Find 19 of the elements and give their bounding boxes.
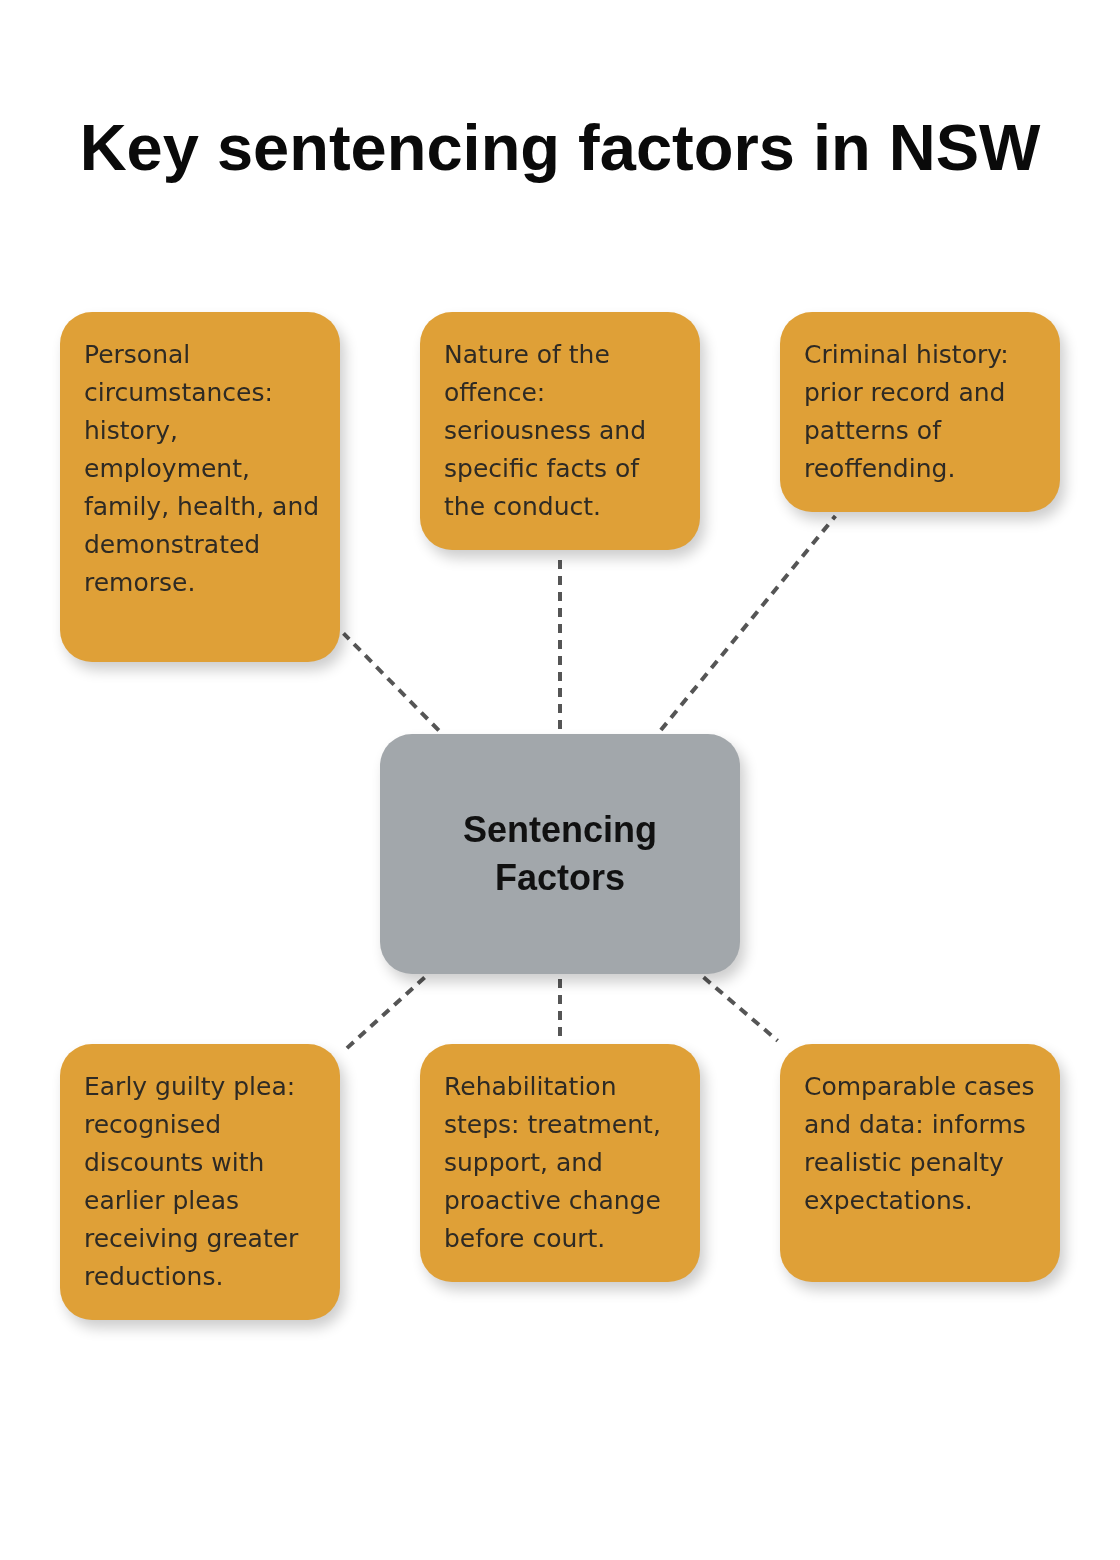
factor-card bbox=[780, 1044, 1060, 1282]
diagram-title: Key sentencing factors in NSW bbox=[79, 110, 1041, 186]
factor-card bbox=[420, 312, 700, 550]
factor-card bbox=[780, 312, 1060, 512]
dashed-connector bbox=[342, 631, 441, 732]
dashed-connector bbox=[702, 975, 779, 1043]
factor-text: Rehabilitation steps: treatment, support, and proactive change before court. bbox=[444, 1071, 662, 1255]
dashed-connector bbox=[558, 979, 562, 1039]
factor-text: Nature of the offence: seriousness and specific facts of the conduct. bbox=[444, 339, 648, 523]
central-topic-text: Sentencing Factors bbox=[462, 808, 658, 900]
factor-text: Early guilty plea: recognised discounts with earlier pleas receiving greater reductions. bbox=[84, 1071, 300, 1293]
factor-card bbox=[420, 1044, 700, 1282]
factor-card bbox=[60, 312, 340, 662]
dashed-connector bbox=[659, 514, 837, 732]
factor-text: Comparable cases and data: informs realistic penalty expectations. bbox=[804, 1071, 1036, 1217]
factor-text: Criminal history: prior record and patterns of reoffending. bbox=[804, 339, 1010, 485]
factor-card bbox=[60, 1044, 340, 1320]
central-topic-box bbox=[380, 734, 740, 974]
factor-text: Personal circumstances: history, employment, family, health, and demonstrated remorse. bbox=[84, 339, 320, 599]
